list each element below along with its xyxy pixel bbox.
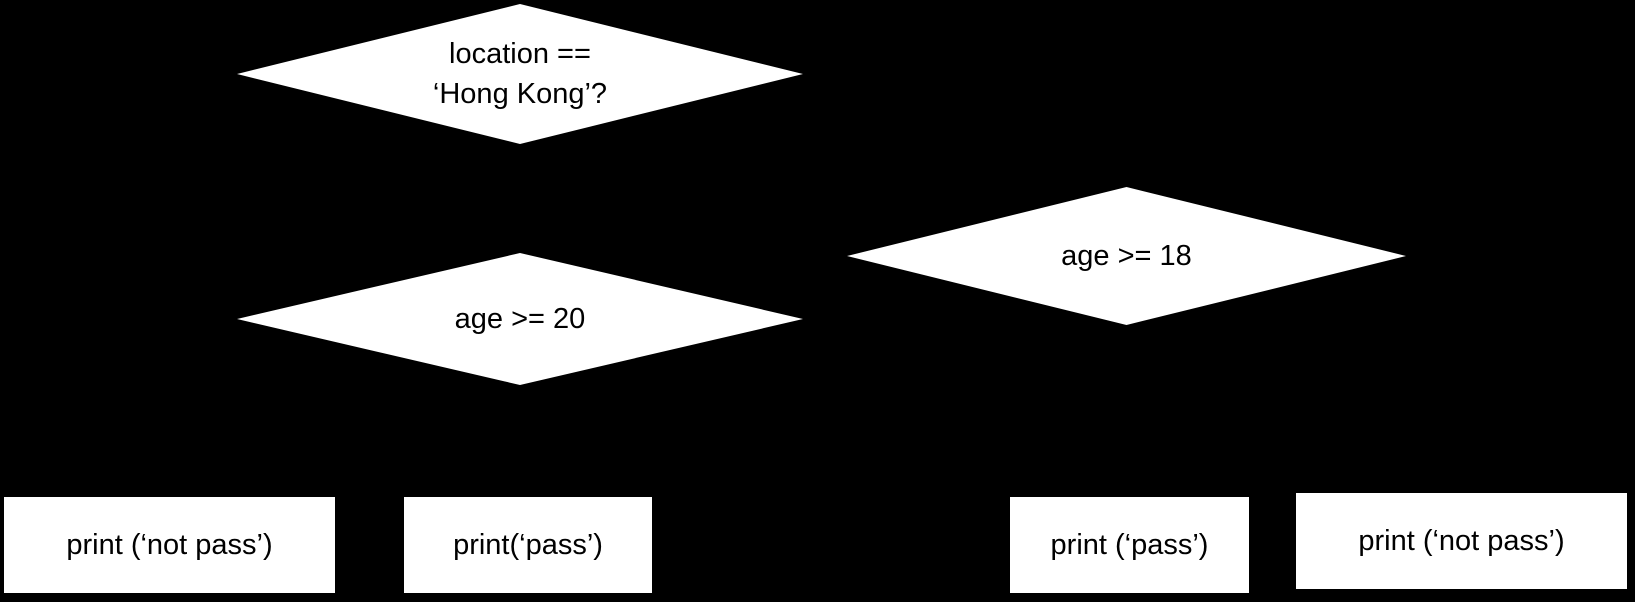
output-label: print (‘pass’) xyxy=(1050,528,1209,561)
decision-label: age >= 20 xyxy=(454,303,586,335)
output-node-not-pass-left: print (‘not pass’) xyxy=(4,497,335,593)
decision-label-line1: location == xyxy=(449,38,591,70)
decision-node-age-20: age >= 20 xyxy=(237,253,803,385)
decision-node-location-hong-kong: location == ‘Hong Kong’? xyxy=(237,4,803,144)
output-node-pass-left: print(‘pass’) xyxy=(404,497,652,593)
output-node-not-pass-right: print (‘not pass’) xyxy=(1296,493,1627,589)
output-label: print (‘not pass’) xyxy=(1358,524,1565,557)
decision-node-age-18: age >= 18 xyxy=(847,187,1406,325)
decision-label: age >= 18 xyxy=(1061,240,1192,272)
output-label: print(‘pass’) xyxy=(453,528,603,561)
output-label: print (‘not pass’) xyxy=(66,528,273,561)
output-node-pass-right: print (‘pass’) xyxy=(1010,497,1249,593)
decision-label-line2: ‘Hong Kong’? xyxy=(432,78,608,110)
